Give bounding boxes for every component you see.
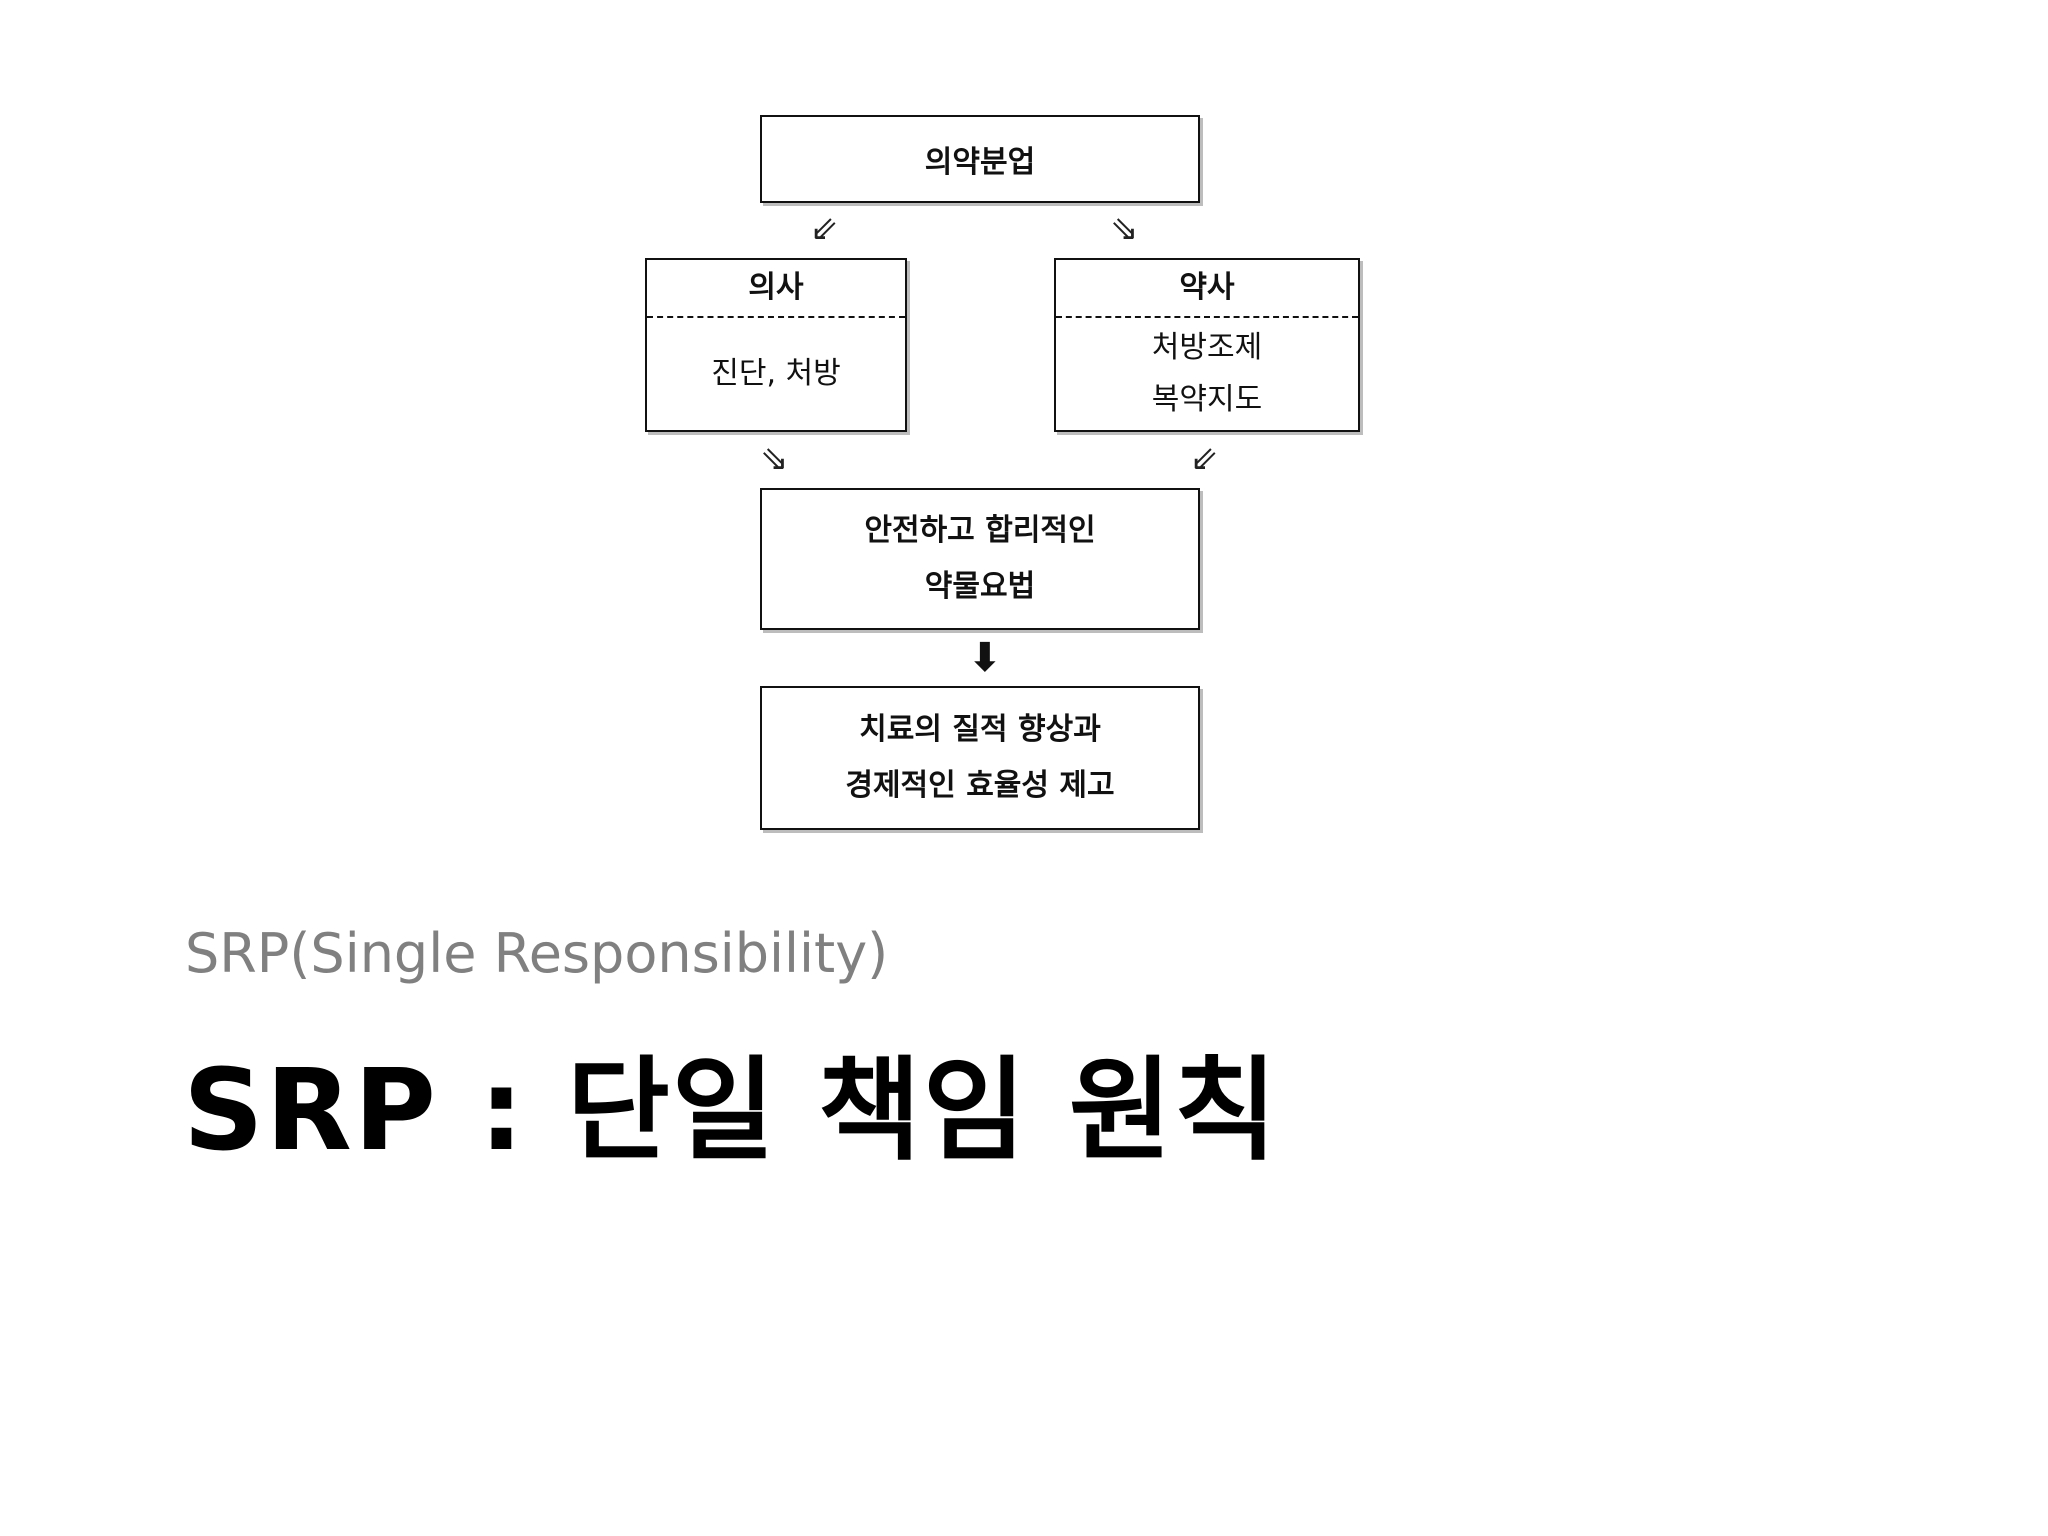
arrow-down-right-icon: ⇘ <box>1110 209 1139 249</box>
pharmacist-title: 약사 <box>1056 260 1358 318</box>
division-of-labor-diagram: 의약분업 ⇙ ⇘ 의사 진단, 처방 약사 처방조제 복약지도 ⇘ ⇙ 안전하고… <box>645 115 1360 830</box>
doctor-box: 의사 진단, 처방 <box>645 258 907 432</box>
pharmacist-duty: 복약지도 <box>1151 382 1263 417</box>
pharmacist-box: 약사 처방조제 복약지도 <box>1054 258 1360 432</box>
doctor-title: 의사 <box>647 260 905 318</box>
arrow-down-left-icon: ⇙ <box>810 209 839 249</box>
final-box: 치료의 질적 향상과 경제적인 효율성 제고 <box>760 686 1200 830</box>
arrow-down-left-icon: ⇙ <box>1190 439 1219 479</box>
final-line: 치료의 질적 향상과 <box>859 712 1101 747</box>
doctor-duty: 진단, 처방 <box>711 356 841 391</box>
slide-subtitle: SRP(Single Responsibility) <box>185 922 889 985</box>
slide-title: SRP : 단일 책임 원칙 <box>183 1046 1279 1176</box>
arrow-down-icon: ⬇ <box>968 635 1002 681</box>
arrow-down-right-icon: ⇘ <box>760 439 789 479</box>
final-line: 경제적인 효율성 제고 <box>845 768 1115 803</box>
result-line: 안전하고 합리적인 <box>864 513 1096 548</box>
top-box: 의약분업 <box>760 115 1200 203</box>
result-line: 약물요법 <box>924 569 1036 604</box>
result-box: 안전하고 합리적인 약물요법 <box>760 488 1200 630</box>
pharmacist-duty: 처방조제 <box>1151 330 1263 365</box>
top-box-label: 의약분업 <box>924 145 1036 180</box>
